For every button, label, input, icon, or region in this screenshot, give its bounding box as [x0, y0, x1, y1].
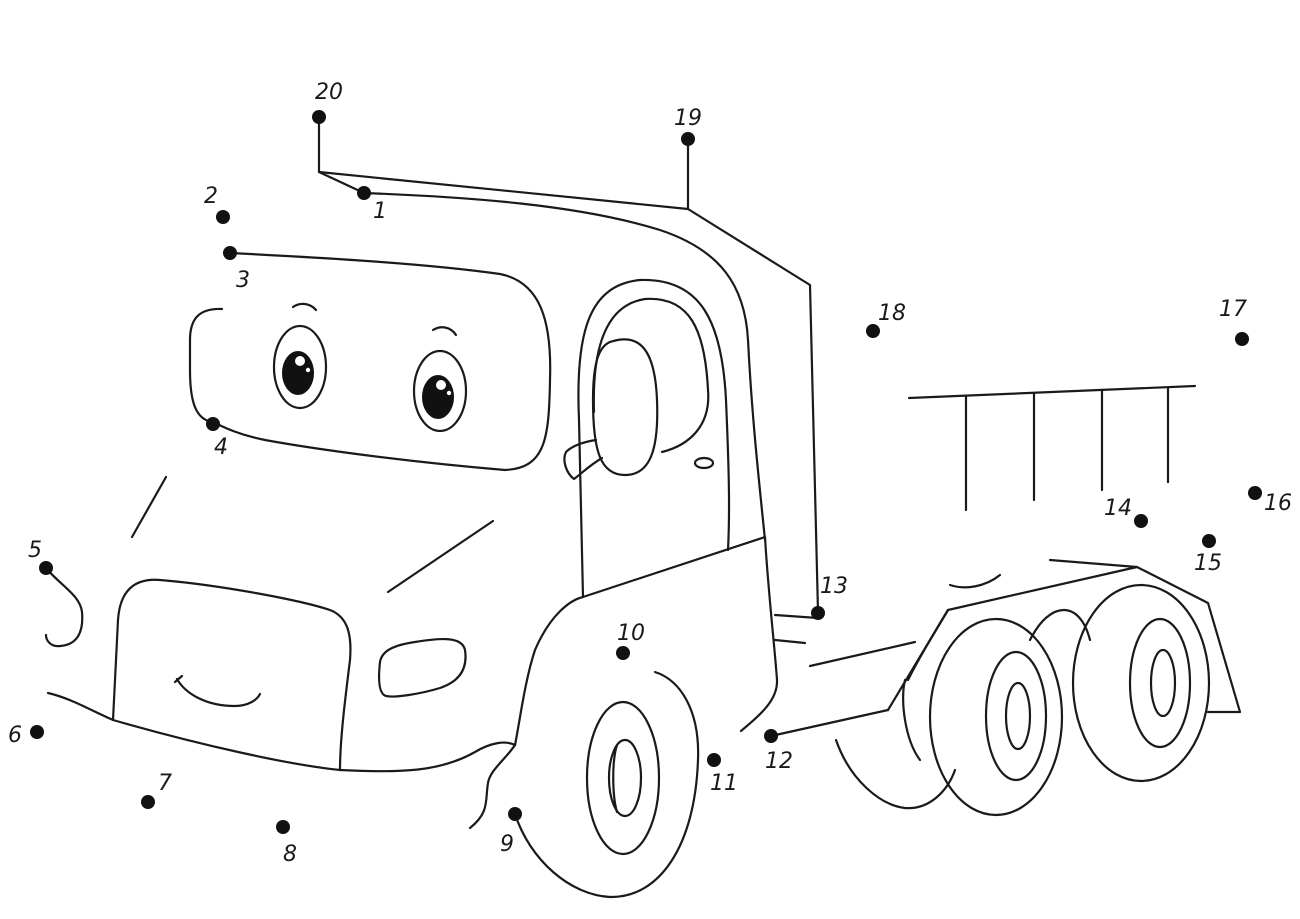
dot-label-18: 18: [878, 301, 906, 326]
flatbed: [907, 384, 1197, 512]
dot-label-15: 15: [1194, 551, 1222, 576]
dot-label-11: 11: [710, 771, 738, 796]
dot-17[interactable]: [1235, 332, 1249, 346]
dot-14[interactable]: [1134, 514, 1148, 528]
dot-label-4: 4: [214, 435, 228, 460]
rear-wheel-middle: [928, 617, 1064, 817]
dot-label-12: 12: [765, 749, 793, 774]
dot-6[interactable]: [30, 725, 44, 739]
dot-12[interactable]: [764, 729, 778, 743]
side-mirror-icon: [563, 338, 659, 481]
dot-label-20: 20: [315, 80, 343, 105]
headlight-left: [44, 566, 84, 648]
dot-label-7: 7: [158, 771, 172, 796]
dot-label-8: 8: [283, 842, 297, 867]
rear-wheel-front: [1071, 583, 1211, 783]
cab-roof: [317, 115, 820, 614]
dot-18[interactable]: [866, 324, 880, 338]
front-wheel: [513, 670, 700, 899]
dot-11[interactable]: [707, 753, 721, 767]
dot-8[interactable]: [276, 820, 290, 834]
dot-16[interactable]: [1248, 486, 1262, 500]
dot-label-17: 17: [1219, 297, 1247, 322]
dot-15[interactable]: [1202, 534, 1216, 548]
dot-label-13: 13: [820, 574, 848, 599]
chassis: [769, 558, 1242, 738]
dot-13[interactable]: [811, 606, 825, 620]
dot-3[interactable]: [223, 246, 237, 260]
dot-10[interactable]: [616, 646, 630, 660]
cab-body: [46, 475, 779, 830]
dot-20[interactable]: [312, 110, 326, 124]
windshield: [188, 251, 552, 472]
dot-5[interactable]: [39, 561, 53, 575]
right-eye: [412, 326, 468, 433]
dot-9[interactable]: [508, 807, 522, 821]
dot-19[interactable]: [681, 132, 695, 146]
dot-label-1: 1: [373, 199, 387, 224]
dot-1[interactable]: [357, 186, 371, 200]
dot-label-16: 16: [1264, 491, 1292, 516]
smile: [173, 674, 262, 708]
dot-label-9: 9: [500, 832, 514, 857]
dot-label-2: 2: [204, 184, 218, 209]
dot-label-6: 6: [8, 723, 22, 748]
dot-label-10: 10: [617, 621, 645, 646]
headlight-right: [378, 637, 467, 698]
rear-wheel-back: [834, 609, 1092, 810]
dot-4[interactable]: [206, 417, 220, 431]
dot-label-5: 5: [28, 538, 42, 563]
cab-door: [577, 278, 731, 599]
dot-label-3: 3: [236, 268, 250, 293]
left-eye: [272, 302, 328, 410]
dot-7[interactable]: [141, 795, 155, 809]
dot-label-14: 14: [1104, 496, 1132, 521]
dot-label-19: 19: [674, 106, 702, 131]
dot-2[interactable]: [216, 210, 230, 224]
